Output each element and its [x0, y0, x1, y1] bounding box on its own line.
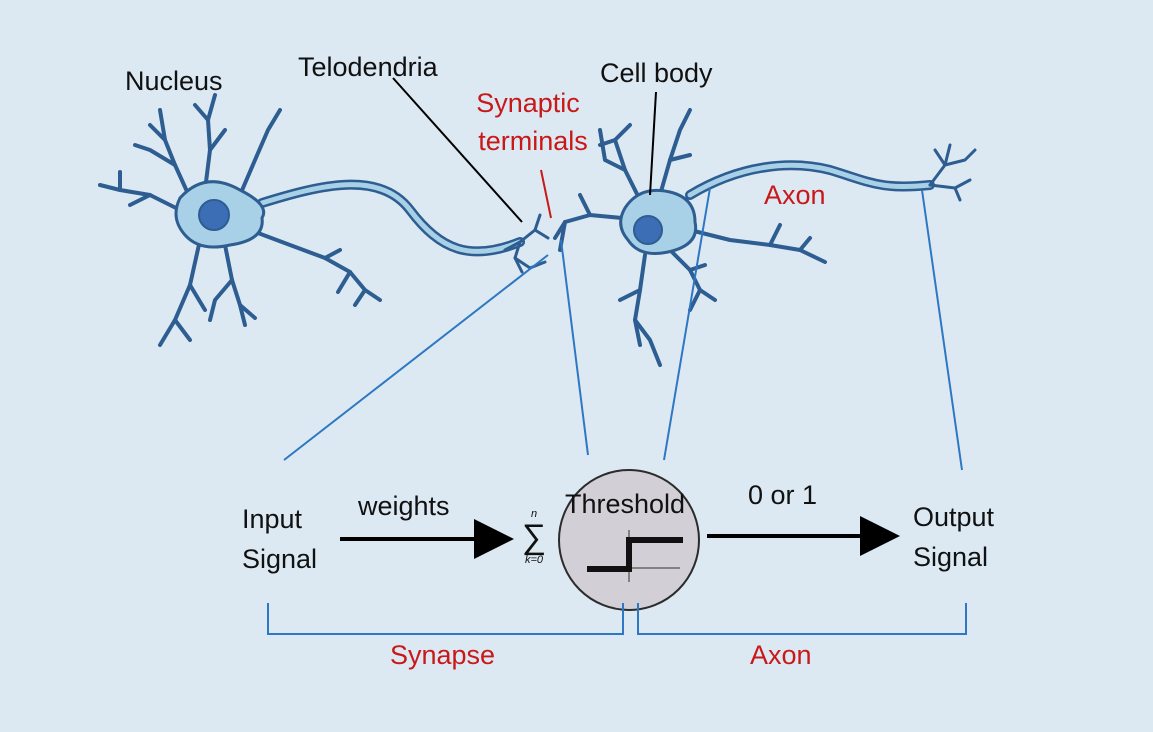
- synaptic-terminals-label-line1: Synaptic: [476, 88, 580, 118]
- cell-body-pointer: [649, 91, 657, 196]
- synapse-label: Synapse: [390, 640, 496, 670]
- weights-label: weights: [358, 491, 450, 521]
- summation-lower-limit: k=0: [524, 554, 544, 566]
- telodendria-pointer: [392, 77, 523, 223]
- synaptic-pointer: [540, 169, 552, 219]
- output-signal-label-line2: Signal: [913, 542, 989, 572]
- output-signal-label-line1: Output: [913, 502, 995, 532]
- nucleus-label: Nucleus: [125, 66, 223, 96]
- step-function-icon: [587, 530, 683, 582]
- axon-top-label: Axon: [764, 180, 826, 210]
- telodendria-label: Telodendria: [298, 52, 438, 82]
- cell-body-label: Cell body: [600, 58, 713, 88]
- zero-or-one-label: 0 or 1: [748, 480, 818, 510]
- synaptic-terminals-label-line2: terminals: [478, 126, 588, 156]
- threshold-label: Threshold: [565, 489, 686, 519]
- summation-upper-limit: n: [530, 508, 538, 520]
- left-neuron: [98, 93, 550, 347]
- synapse-bracket: [267, 603, 624, 635]
- axon-bracket: [637, 603, 967, 635]
- right-neuron: [553, 108, 977, 367]
- input-signal-label-line2: Signal: [242, 544, 318, 574]
- summation-symbol: ∑: [521, 518, 547, 556]
- input-signal-label-line1: Input: [242, 504, 303, 534]
- axon-bottom-label: Axon: [750, 640, 812, 670]
- guide-lines: [283, 187, 963, 471]
